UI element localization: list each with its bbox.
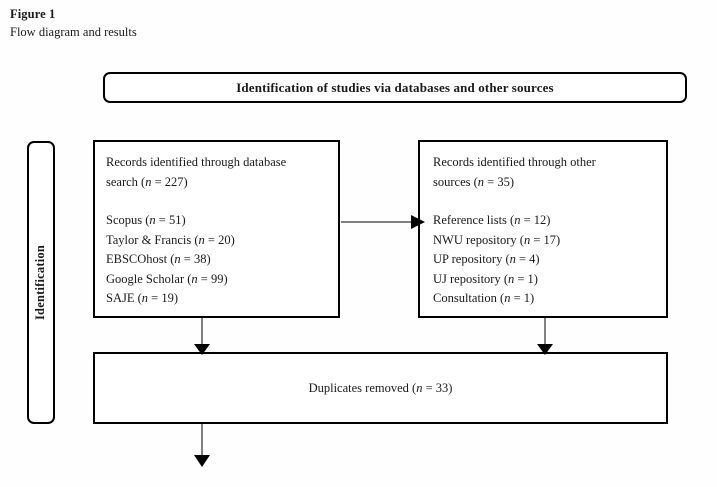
database-source-taylor-francis-name: Taylor & Francis (	[106, 232, 199, 247]
arrow-database-to-other-sources	[341, 215, 425, 229]
other-source-consultation-name: Consultation (	[433, 291, 505, 305]
other-heading-prefix: sources (	[433, 174, 478, 189]
other-source-up-repository-n-symbol: n	[509, 252, 516, 266]
database-heading-value: = 227)	[151, 174, 188, 189]
other-heading-n-symbol: n	[477, 174, 485, 189]
database-source-ebscohost-value: = 38)	[180, 252, 211, 266]
other-source-reference-lists-n-symbol: n	[514, 213, 521, 227]
database-source-scopus-name: Scopus (	[106, 213, 150, 227]
duplicates-value: = 33)	[422, 380, 453, 395]
other-heading-value: = 35)	[484, 174, 514, 189]
database-source-ebscohost-n-symbol: n	[174, 252, 181, 266]
duplicates-n-symbol: n	[416, 380, 423, 395]
other-source-nwu-repository-n-symbol: n	[523, 232, 531, 247]
other-source-reference-lists-value: = 12)	[520, 213, 551, 227]
database-source-saje-n-symbol: n	[141, 291, 149, 305]
other-source-up-repository-name: UP repository (	[433, 252, 510, 266]
figure-title: Figure 1	[10, 7, 56, 21]
database-source-saje-value: = 19)	[148, 291, 178, 305]
other-source-reference-lists-name: Reference lists (	[433, 213, 515, 227]
database-heading-prefix: search (	[106, 174, 146, 189]
other-source-reference-lists: Reference lists (n = 12)	[433, 211, 666, 231]
identification-banner-label: Identification of studies via databases …	[236, 79, 554, 95]
database-source-taylor-francis-n-symbol: n	[198, 232, 205, 247]
other-source-uj-repository-name: UJ repository (	[433, 271, 508, 286]
database-heading-n-symbol: n	[145, 174, 152, 189]
duplicates-prefix: Duplicates removed (	[308, 380, 417, 395]
box-records-database: Records identified through database sear…	[93, 140, 340, 318]
arrow-other-sources-to-duplicates	[537, 318, 553, 355]
database-source-google-scholar-name: Google Scholar (	[106, 271, 192, 286]
duplicates-removed-label: Duplicates removed (n = 33)	[309, 381, 453, 396]
database-source-saje: SAJE (n = 19)	[106, 289, 338, 309]
identification-banner: Identification of studies via databases …	[103, 72, 687, 103]
database-source-scopus-n-symbol: n	[149, 213, 156, 227]
other-source-up-repository: UP repository (n = 4)	[433, 250, 666, 270]
other-heading-line1: Records identified through other	[433, 155, 596, 169]
database-source-google-scholar: Google Scholar (n = 99)	[106, 270, 338, 290]
stage-label-identification: Identification	[27, 141, 55, 424]
other-source-consultation-n-symbol: n	[504, 291, 511, 305]
other-source-uj-repository-n-symbol: n	[508, 271, 515, 286]
database-source-google-scholar-n-symbol: n	[191, 271, 198, 286]
database-heading-line1: Records identified through database	[106, 155, 287, 169]
box-records-other-sources: Records identified through other sources…	[418, 140, 668, 318]
other-spacer	[433, 192, 666, 211]
database-source-saje-name: SAJE (	[106, 291, 142, 305]
database-spacer	[106, 192, 338, 211]
box-duplicates-removed: Duplicates removed (n = 33)	[93, 352, 668, 424]
database-source-ebscohost-name: EBSCOhost (	[106, 252, 175, 266]
arrow-database-to-duplicates	[194, 318, 210, 355]
other-source-consultation-value: = 1)	[510, 291, 535, 305]
other-source-uj-repository: UJ repository (n = 1)	[433, 270, 666, 290]
figure-subtitle: Flow diagram and results	[10, 25, 137, 39]
other-source-nwu-repository: NWU repository (n = 17)	[433, 231, 666, 251]
database-source-scopus-value: = 51)	[155, 213, 186, 227]
database-heading-line2: search (n = 227)	[106, 173, 338, 193]
other-source-nwu-repository-name: NWU repository (	[433, 232, 524, 247]
arrow-duplicates-to-next-stage	[194, 424, 210, 467]
database-source-google-scholar-value: = 99)	[197, 271, 228, 286]
other-source-nwu-repository-value: = 17)	[530, 232, 561, 247]
figure-caption: Figure 1 Flow diagram and results	[10, 6, 410, 41]
stage-label-text: Identification	[33, 244, 48, 321]
other-source-consultation: Consultation (n = 1)	[433, 289, 666, 309]
other-source-uj-repository-value: = 1)	[514, 271, 538, 286]
database-source-scopus: Scopus (n = 51)	[106, 211, 338, 231]
database-source-ebscohost: EBSCOhost (n = 38)	[106, 250, 338, 270]
other-source-up-repository-value: = 4)	[515, 252, 540, 266]
database-source-taylor-francis: Taylor & Francis (n = 20)	[106, 231, 338, 251]
other-heading-line2: sources (n = 35)	[433, 173, 666, 193]
database-source-taylor-francis-value: = 20)	[204, 232, 235, 247]
